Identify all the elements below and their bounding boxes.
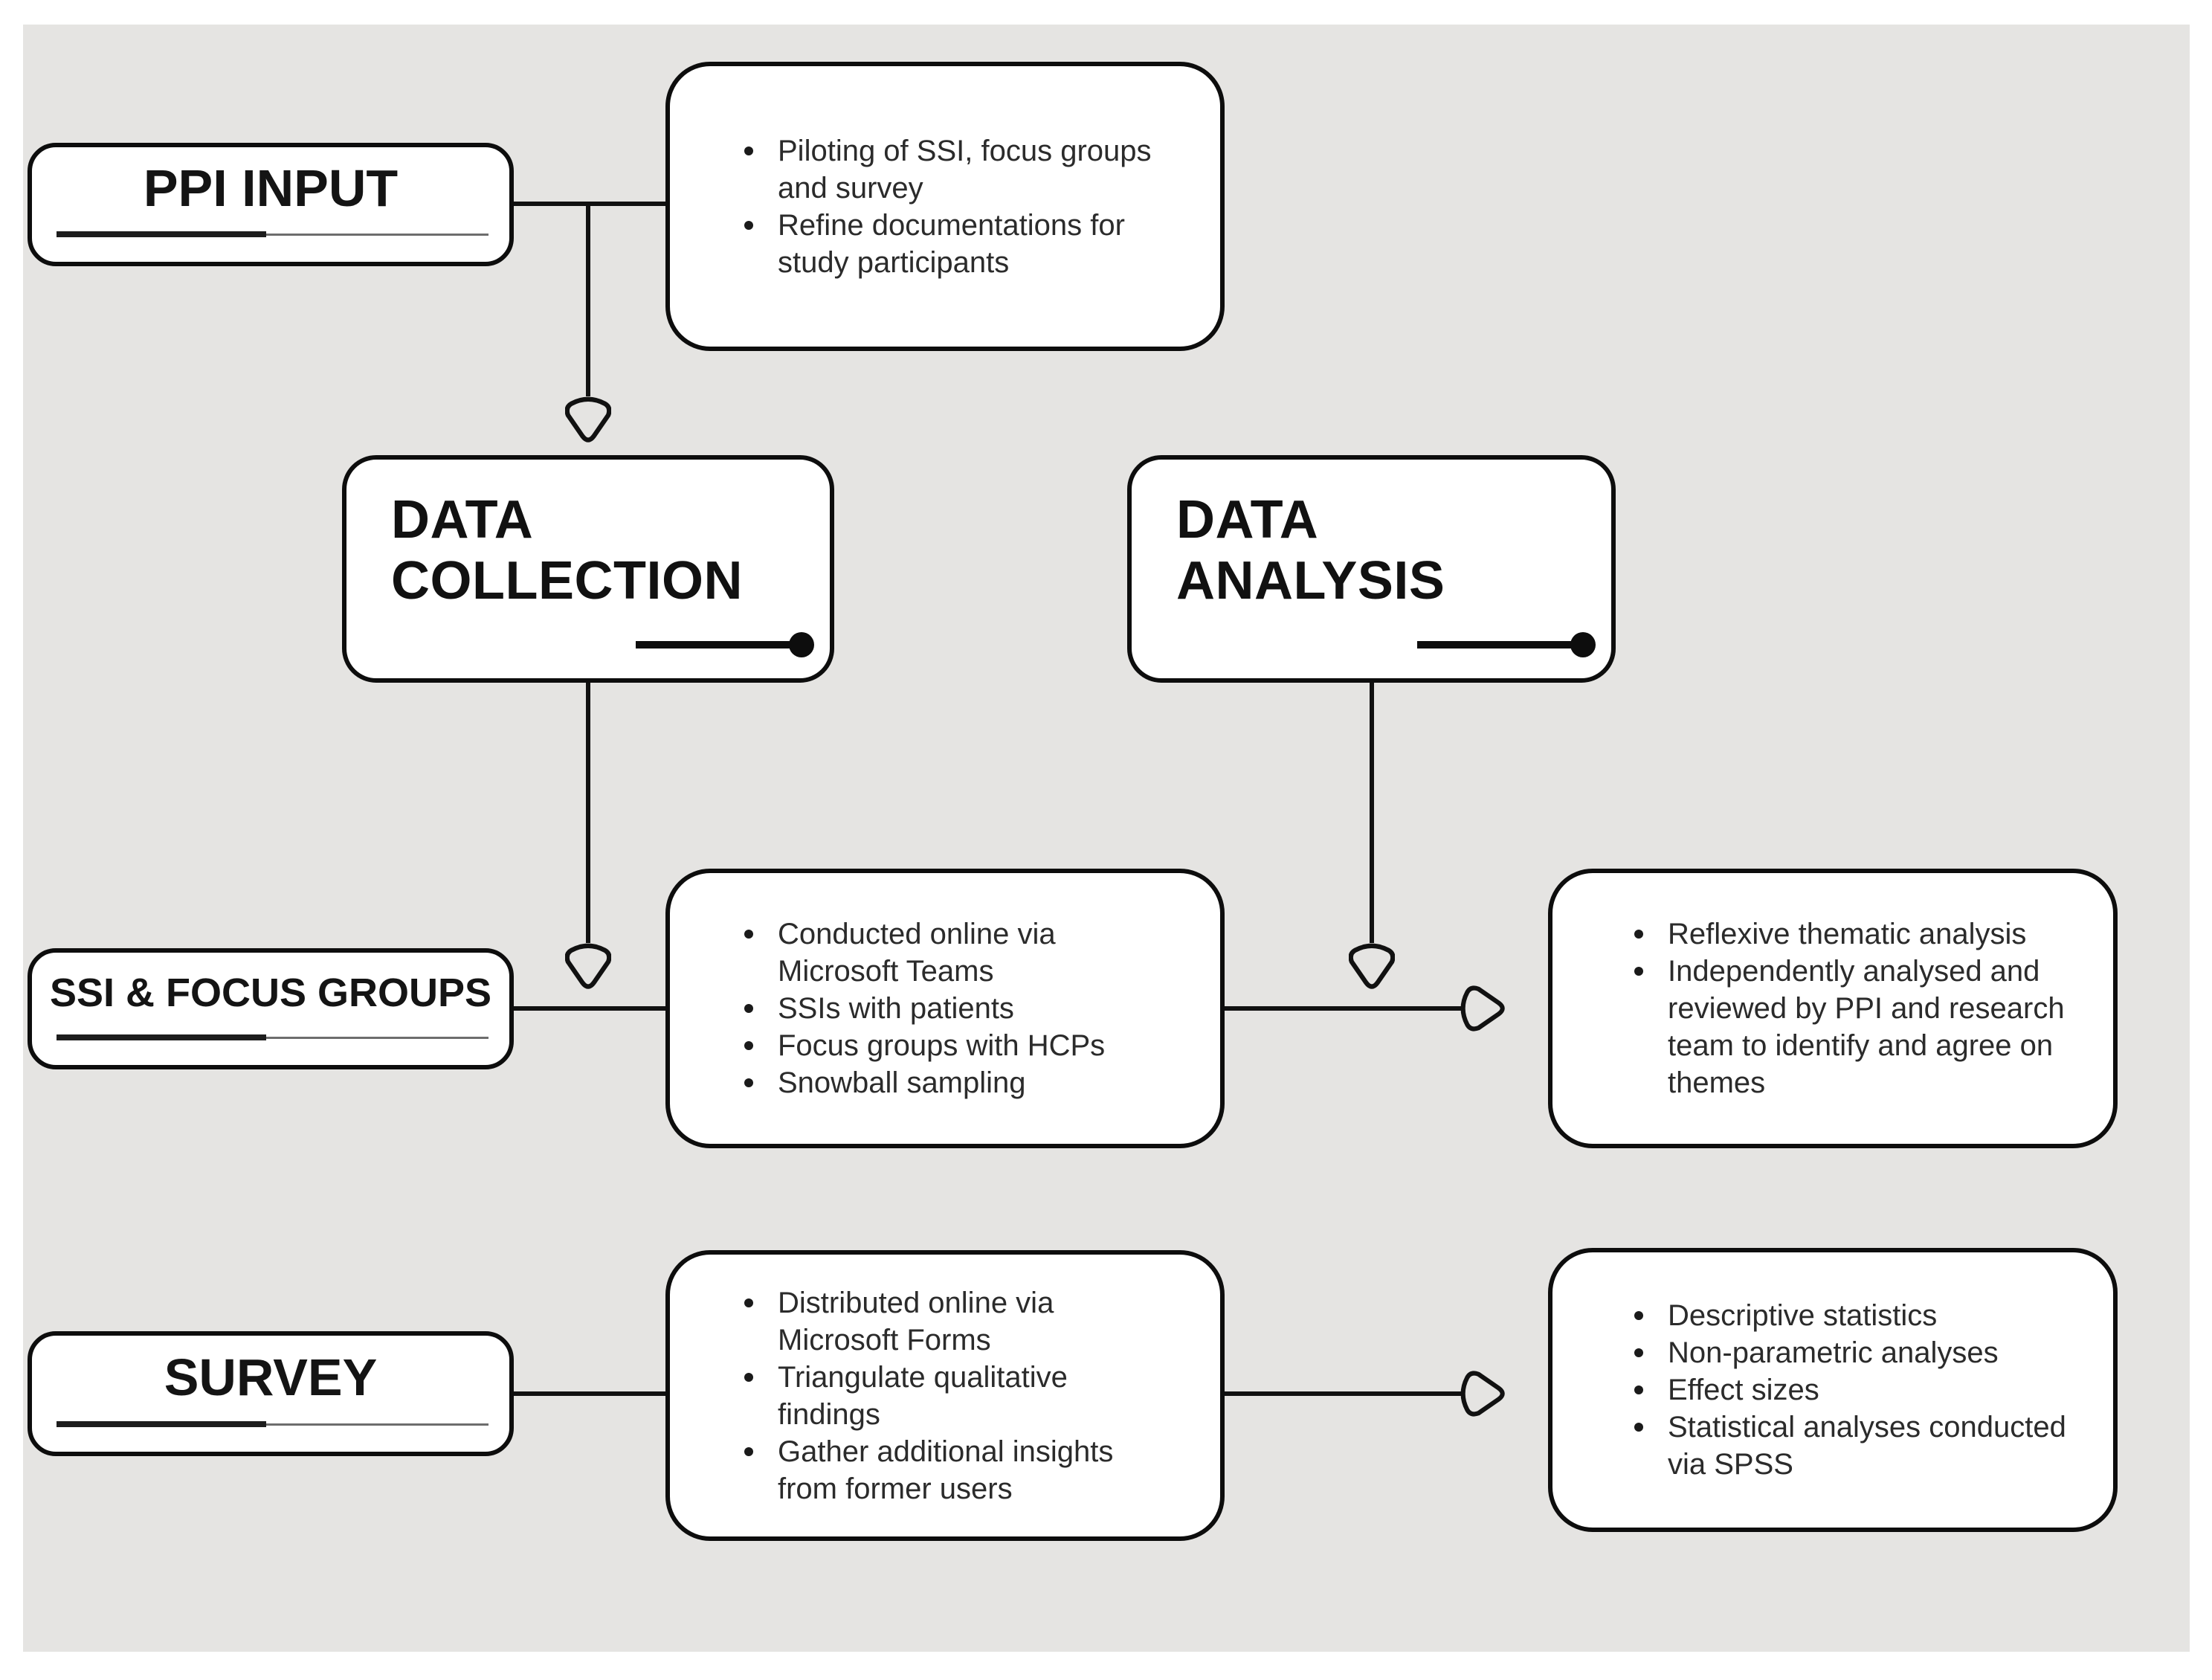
underline-light-segment — [265, 1423, 488, 1426]
node-ppi-notes: Piloting of SSI, focus groups and survey… — [665, 62, 1225, 351]
node-data-analysis: DATA ANALYSIS — [1127, 455, 1616, 683]
bullet-item: Refine documentations for study particip… — [744, 207, 1176, 281]
bullet-list: Piloting of SSI, focus groups and survey… — [670, 132, 1220, 281]
stage-title-line2: COLLECTION — [391, 551, 743, 611]
bullet-item: Distributed online via Microsoft Forms — [744, 1284, 1176, 1359]
node-title: PPI INPUT — [143, 159, 399, 217]
underline-dark-segment — [57, 1034, 266, 1040]
underline-light-segment — [265, 233, 488, 236]
arrow-down-icon — [1349, 942, 1395, 989]
bullet-item: SSIs with patients — [744, 990, 1176, 1027]
decoration-dot — [1570, 632, 1596, 657]
bullet-item: Snowball sampling — [744, 1064, 1176, 1101]
decoration-dot — [789, 632, 814, 657]
line-dot-decoration — [636, 632, 814, 657]
bullet-item: Non-parametric analyses — [1634, 1334, 2076, 1371]
connector-methods-to-analysis — [1225, 1006, 1461, 1011]
bullet-item: Conducted online via Microsoft Teams — [744, 915, 1176, 990]
arrow-down-icon — [565, 942, 611, 989]
bullet-item: Gather additional insights from former u… — [744, 1433, 1176, 1507]
underline-light-segment — [265, 1036, 488, 1039]
title-underline — [57, 231, 488, 237]
node-data-collection: DATA COLLECTION — [342, 455, 834, 683]
stage-title-line1: DATA — [391, 490, 534, 550]
connector-ppi-down — [586, 202, 590, 396]
connector-collection-down — [586, 683, 590, 943]
bullet-item: Descriptive statistics — [1634, 1297, 2076, 1334]
node-ppi-input: PPI INPUT — [28, 143, 514, 266]
bullet-item: Reflexive thematic analysis — [1634, 915, 2076, 953]
bullet-item: Effect sizes — [1634, 1371, 2076, 1409]
bullet-item: Triangulate qualitative findings — [744, 1359, 1176, 1433]
bullet-item: Statistical analyses conducted via SPSS — [1634, 1409, 2076, 1483]
title-underline — [57, 1034, 488, 1040]
decoration-line — [636, 641, 790, 648]
node-survey: SURVEY — [28, 1331, 514, 1456]
connector-ssi-horizontal — [514, 1006, 665, 1011]
underline-dark-segment — [57, 231, 266, 237]
connector-survey-horizontal — [514, 1391, 665, 1396]
connector-survey-to-stats — [1225, 1391, 1461, 1396]
node-ssi-focus-groups: SSI & FOCUS GROUPS — [28, 948, 514, 1069]
arrow-right-icon — [1458, 1371, 1506, 1417]
decoration-line — [1417, 641, 1572, 648]
bullet-item: Independently analysed and reviewed by P… — [1634, 953, 2076, 1101]
stage-title-line2: ANALYSIS — [1176, 551, 1445, 611]
title-underline — [57, 1421, 488, 1427]
bullet-item: Focus groups with HCPs — [744, 1027, 1176, 1064]
node-title: SSI & FOCUS GROUPS — [49, 970, 492, 1015]
arrow-right-icon — [1458, 985, 1506, 1032]
arrow-down-icon — [565, 395, 611, 442]
bullet-item: Piloting of SSI, focus groups and survey — [744, 132, 1176, 207]
stage-title-line1: DATA — [1176, 490, 1319, 550]
connector-analysis-down — [1370, 683, 1374, 943]
line-dot-decoration — [1417, 632, 1596, 657]
underline-dark-segment — [57, 1421, 266, 1427]
node-title: SURVEY — [164, 1348, 378, 1406]
